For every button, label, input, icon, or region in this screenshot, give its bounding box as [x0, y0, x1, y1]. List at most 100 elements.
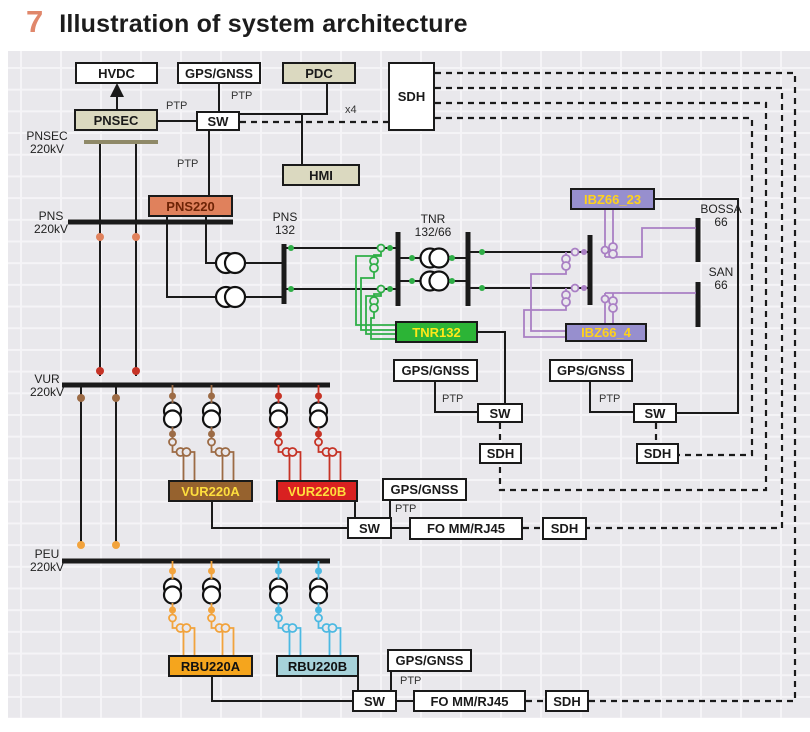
pns220-label: PNS220 [166, 198, 215, 214]
ibz66-4-box: IBZ66_4 [565, 323, 647, 342]
sdh-ibz-label: SDH [643, 446, 672, 461]
pns-bus-label: PNS 220kV [21, 210, 81, 236]
section-number: 7 [26, 4, 44, 39]
peu-bus-name: PEU [34, 547, 60, 561]
san-bus-label: SAN 66 [697, 266, 745, 292]
fo-mm-rj45-rbu-box: FO MM/RJ45 [413, 690, 526, 712]
pns132-bus-name: PNS [272, 210, 298, 224]
vur-feeders [77, 367, 342, 480]
hvdc-label: HVDC [98, 65, 135, 81]
ptp-gps-sw-tag: PTP [231, 90, 253, 102]
ptp-rbu-tag: PTP [400, 675, 422, 687]
ibz66-4-label: IBZ66_4 [581, 325, 631, 340]
pns132-bus-voltage: 132 [274, 223, 296, 237]
gps-gnss-top-label: GPS/GNSS [185, 65, 253, 81]
pdc-label: PDC [305, 65, 333, 81]
vur220a-label: VUR220A [181, 483, 240, 499]
fo-mm-rj45-vur-label: FO MM/RJ45 [426, 521, 505, 536]
ptp-tnr-tag: PTP [442, 393, 464, 405]
rbu220b-label: RBU220B [287, 658, 348, 674]
tnr-bus-name: TNR [420, 212, 446, 226]
ptp-vur-tag: PTP [395, 503, 417, 515]
rbu220a-label: RBU220A [180, 658, 241, 674]
green-measurement-wires [355, 243, 395, 340]
pns-bus-dots [96, 233, 140, 241]
ptp-ibz-tag: PTP [599, 393, 621, 405]
pnsec-bus-voltage: 220kV [29, 142, 65, 156]
sw-ibz-label: SW [644, 405, 666, 421]
sdh-tnr-box: SDH [479, 443, 522, 464]
dashed-sdh-links [240, 71, 797, 703]
peu-bus-voltage: 220kV [29, 560, 65, 574]
x4-tag: x4 [345, 104, 357, 116]
bossa-bus-label: BOSSA 66 [697, 203, 745, 229]
gps-gnss-tnr-box: GPS/GNSS [393, 359, 478, 382]
sw-vur-label: SW [359, 520, 380, 536]
sw-tnr-label: SW [489, 405, 511, 421]
sw-rbu-box: SW [352, 690, 397, 712]
sw-vur-box: SW [347, 517, 392, 539]
arrow-head [110, 83, 124, 97]
pns132-bus-label: PNS 132 [263, 211, 307, 237]
fo-mm-rj45-vur-box: FO MM/RJ45 [409, 517, 523, 540]
bus-bars [62, 218, 701, 564]
ptp-pnsec-sw-tag: PTP [166, 100, 188, 112]
gps-gnss-vur-box: GPS/GNSS [382, 478, 467, 501]
sw-top-label: SW [207, 113, 229, 129]
pns220-box: PNS220 [148, 195, 233, 217]
sdh-top-box: SDH [388, 62, 435, 131]
pnsec-label: PNSEC [93, 112, 139, 128]
gps-gnss-ibz-box: GPS/GNSS [549, 359, 633, 382]
gps-gnss-vur-label: GPS/GNSS [390, 482, 459, 497]
sw-top-box: SW [196, 111, 240, 131]
section-title: Illustration of system architecture [59, 10, 468, 38]
vur220a-box: VUR220A [168, 480, 253, 502]
pnsec-bus-name: PNSEC [26, 129, 68, 143]
vur-bus-name: VUR [34, 372, 60, 386]
sdh-rbu-label: SDH [553, 693, 581, 709]
transformers [162, 247, 450, 605]
san-bus-voltage: 66 [714, 278, 728, 292]
sdh-tnr-label: SDH [486, 446, 515, 461]
pnsec-bus-label: PNSEC 220kV [17, 130, 77, 156]
tnr132-label: TNR132 [412, 324, 461, 340]
tnr-bus-label: TNR 132/66 [404, 213, 462, 239]
fo-mm-rj45-rbu-label: FO MM/RJ45 [430, 693, 509, 709]
ptp-sw-pns220-tag: PTP [177, 158, 199, 170]
hvdc-box: HVDC [75, 62, 158, 84]
san-bus-name: SAN [708, 265, 734, 279]
vur-bus-voltage: 220kV [29, 385, 65, 399]
peu-feeders [77, 541, 342, 655]
purple-dots [581, 249, 587, 291]
tnr132-box: TNR132 [395, 321, 478, 343]
sdh-rbu-box: SDH [545, 690, 589, 712]
sdh-vur-label: SDH [550, 521, 579, 536]
section-heading: 7 Illustration of system architecture [26, 4, 468, 40]
tnr-bus-voltage: 132/66 [414, 225, 452, 239]
vur220b-box: VUR220B [276, 480, 358, 502]
gps-gnss-rbu-label: GPS/GNSS [395, 653, 464, 668]
sw-rbu-label: SW [364, 693, 385, 709]
rbu220b-box: RBU220B [276, 655, 359, 677]
purple-measurement-wires [523, 210, 696, 338]
gps-gnss-ibz-label: GPS/GNSS [557, 363, 625, 378]
vur220b-label: VUR220B [287, 483, 347, 499]
peu-bus-label: PEU 220kV [17, 548, 77, 574]
sw-tnr-box: SW [477, 403, 523, 423]
rbu220a-box: RBU220A [168, 655, 253, 677]
ibz66-23-label: IBZ66_23 [583, 191, 642, 207]
ibz66-23-box: IBZ66_23 [570, 188, 655, 210]
sdh-vur-box: SDH [542, 517, 587, 540]
sdh-top-label: SDH [397, 89, 426, 104]
hmi-label: HMI [309, 167, 333, 183]
gps-gnss-tnr-label: GPS/GNSS [401, 363, 470, 378]
pns-bus-name: PNS [38, 209, 64, 223]
hmi-box: HMI [282, 164, 360, 186]
vur-bus-label: VUR 220kV [17, 373, 77, 399]
black-wires [80, 84, 739, 702]
green-dots [288, 245, 485, 292]
bossa-bus-name: BOSSA [700, 202, 742, 216]
sdh-ibz-box: SDH [636, 443, 679, 464]
